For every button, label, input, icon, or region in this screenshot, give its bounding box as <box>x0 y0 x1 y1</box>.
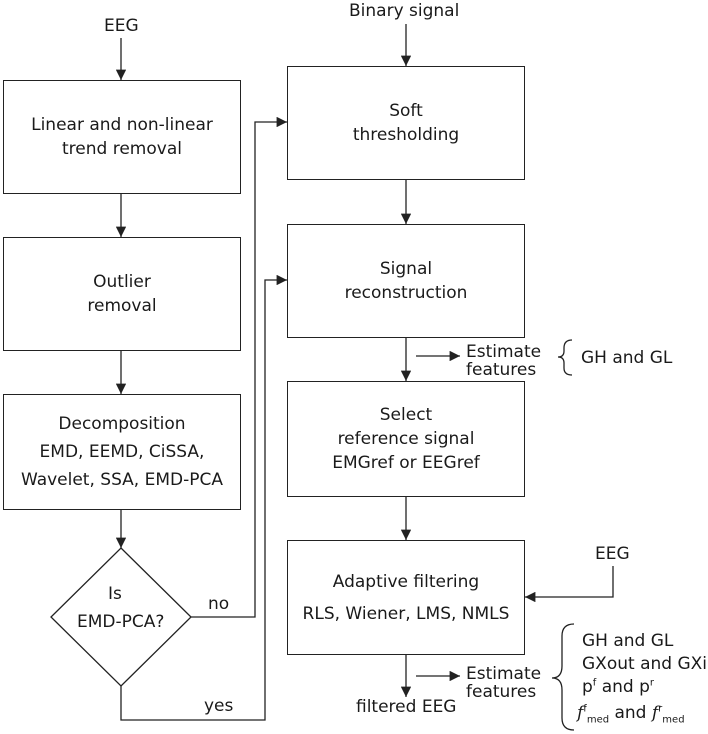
soft-thresholding-line-1: Soft <box>389 101 423 121</box>
outlier-removal-line-2: removal <box>87 296 157 316</box>
branch-no-label: no <box>208 594 230 614</box>
soft-thresholding-box: Soft thresholding <box>287 66 525 180</box>
soft-thresholding-line-2: thresholding <box>352 125 460 145</box>
arrow-yes-branch <box>120 274 287 721</box>
f-sub-med: med <box>586 714 610 726</box>
features-2-label-line-2: features <box>466 682 537 702</box>
features-2-item-gh-gl: GH and GL <box>582 631 674 651</box>
decomposition-box: Decomposition EMD, EEMD, CiSSA, Wavelet,… <box>3 394 241 510</box>
decision-text-1: Is <box>108 584 122 604</box>
decomposition-methods-1: EMD, EEMD, CiSSA, <box>39 442 205 462</box>
f-symbol: f <box>577 703 584 723</box>
features-2-item-gx: GXout and GXin <box>582 654 708 674</box>
features-2-label-line-1: Estimate <box>466 664 542 684</box>
features-1-label-line-1: Estimate <box>466 342 542 362</box>
arrow-no-branch <box>191 116 287 618</box>
f-symbol-2: f <box>651 703 659 723</box>
branch-yes-label: yes <box>204 696 234 716</box>
filtered-eeg-label: filtered EEG <box>356 697 457 717</box>
f-sup-r: r <box>658 703 663 715</box>
adaptive-filtering-title: Adaptive filtering <box>332 571 480 592</box>
p-sup-r: r <box>649 677 655 689</box>
eeg-right-input-label: EEG <box>595 544 630 564</box>
p-sup-f: f <box>592 677 597 689</box>
arrow-eeg-to-adaptive <box>525 566 614 603</box>
brace-features-1 <box>557 339 573 376</box>
signal-reconstruction-line-2: reconstruction <box>344 283 468 303</box>
outlier-removal-line-1: Outlier <box>93 272 151 292</box>
eeg-input-label: EEG <box>104 16 139 36</box>
decomposition-title: Decomposition <box>58 414 186 434</box>
adaptive-filtering-box: Adaptive filtering RLS, Wiener, LMS, NML… <box>287 540 525 655</box>
features-1-item: GH and GL <box>581 348 673 368</box>
binary-signal-label: Binary signal <box>349 1 460 21</box>
adaptive-filtering-methods: RLS, Wiener, LMS, NMLS <box>302 603 510 624</box>
f-sup-f: f <box>583 703 587 715</box>
features-1-label-line-2: features <box>466 360 537 380</box>
select-reference-line-2: reference signal <box>337 429 475 449</box>
f-sub-med-2: med <box>662 714 685 726</box>
select-reference-box: Select reference signal EMGref or EEGref <box>287 381 525 497</box>
select-reference-line-3: EMGref or EEGref <box>332 453 480 473</box>
features-2-item-p: pf and pr <box>582 677 654 697</box>
trend-removal-box: Linear and non-linear trend removal <box>3 80 241 194</box>
trend-removal-line-1: Linear and non-linear <box>31 115 213 135</box>
decision-text-2: EMD-PCA? <box>77 612 165 632</box>
trend-removal-line-2: trend removal <box>62 139 182 159</box>
p-symbol-2: p <box>639 677 650 697</box>
signal-reconstruction-box: Signal reconstruction <box>287 224 525 338</box>
brace-features-2 <box>551 623 575 731</box>
f-and: and <box>614 703 647 723</box>
p-and: and <box>601 677 634 697</box>
p-symbol: p <box>582 677 593 697</box>
features-2-item-fmed: ffmed and frmed <box>577 703 685 726</box>
outlier-removal-box: Outlier removal <box>3 237 241 351</box>
select-reference-line-1: Select <box>379 405 433 425</box>
signal-reconstruction-line-1: Signal <box>379 259 433 279</box>
decomposition-methods-2: Wavelet, SSA, EMD-PCA <box>20 470 224 490</box>
